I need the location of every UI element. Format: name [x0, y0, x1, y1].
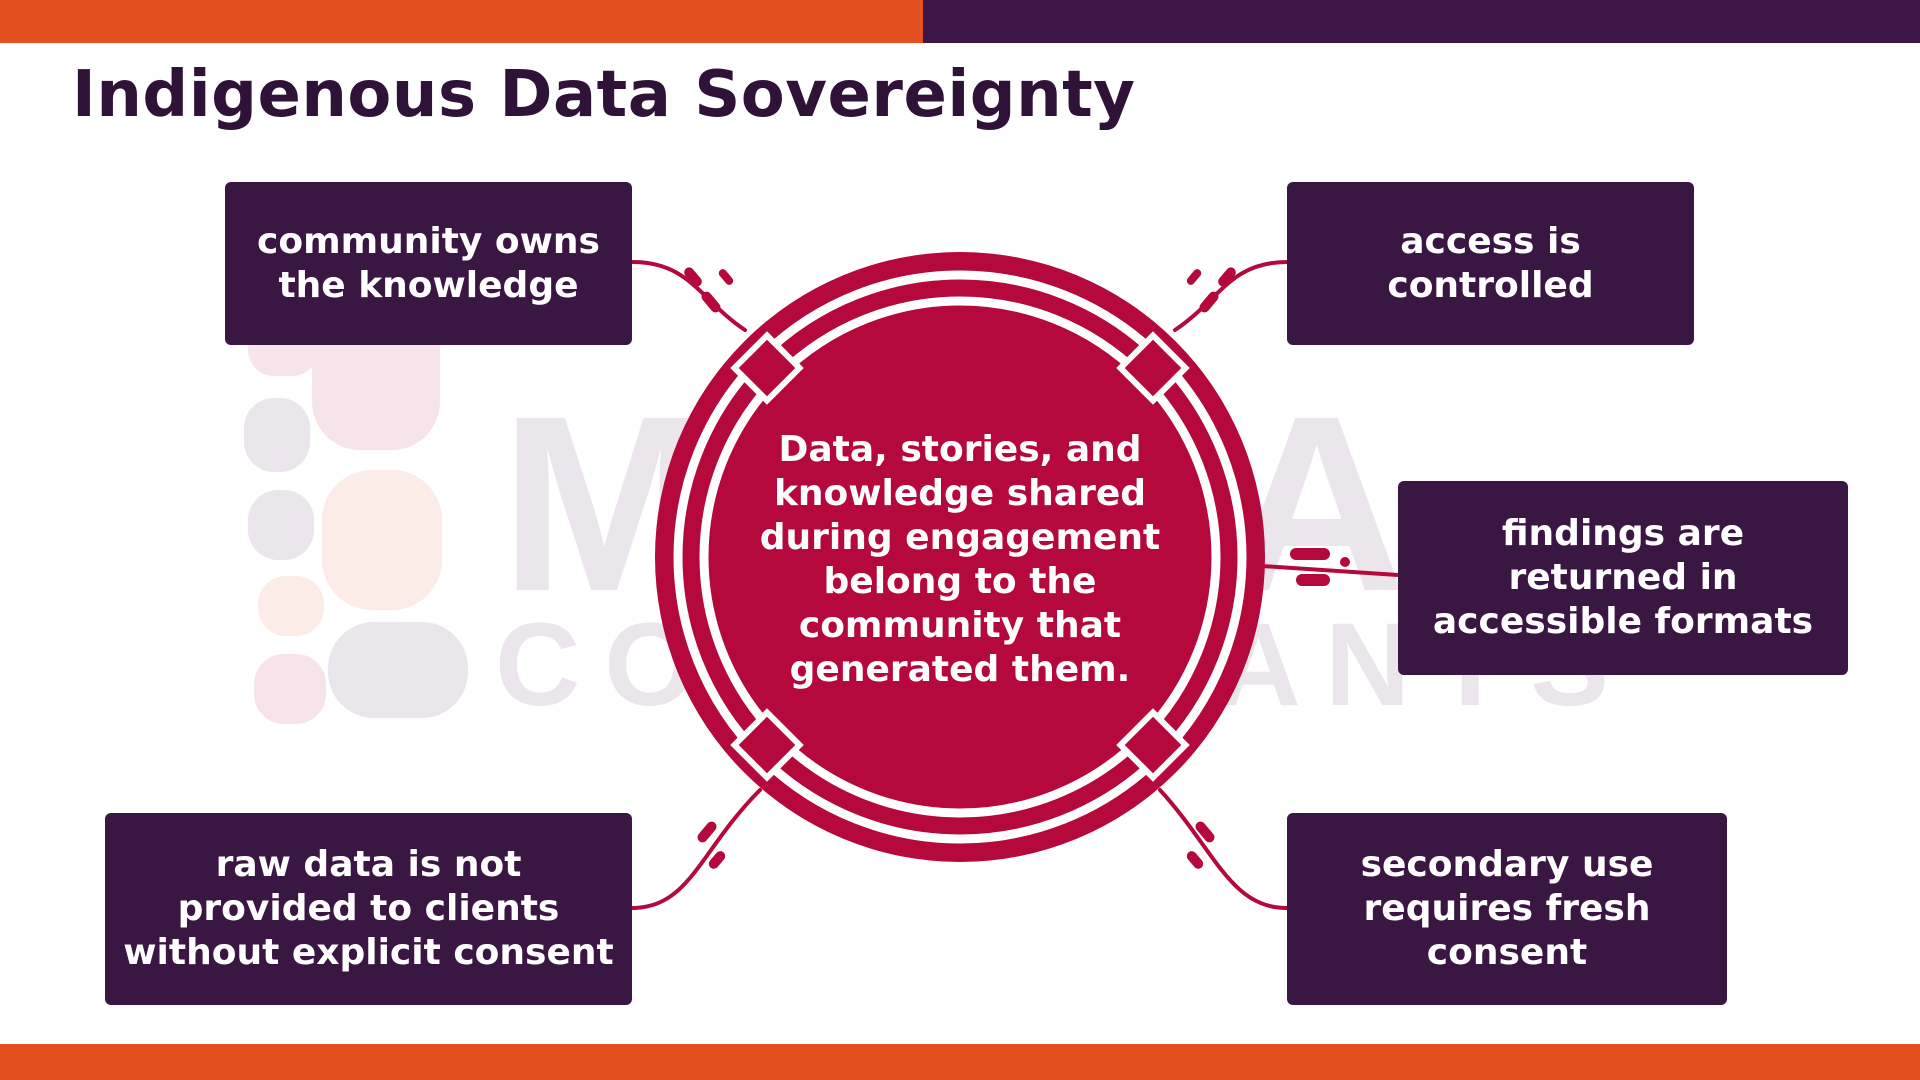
card-line: controlled [1387, 264, 1594, 306]
card-secondary-use-consent: secondary use requires fresh consent [1287, 813, 1727, 1005]
card-community-owns-knowledge: community owns the knowledge [225, 182, 632, 345]
card-line: the knowledge [278, 264, 579, 306]
connector-mid-right [1260, 564, 1400, 577]
ring-motifs [730, 331, 1190, 782]
center-line: Data, stories, and [778, 429, 1142, 470]
connector-bottom-left [630, 788, 762, 910]
center-line: belong to the [823, 561, 1097, 602]
card-raw-data-not-provided: raw data is not provided to clients with… [105, 813, 632, 1005]
center-circle-ring-2 [699, 296, 1221, 818]
center-line: community that [798, 605, 1122, 646]
card-line: consent [1426, 932, 1588, 973]
center-statement: Data, stories, and knowledge shared duri… [740, 420, 1180, 700]
center-line: generated them. [789, 649, 1131, 690]
card-line: returned in [1508, 557, 1738, 598]
top-accent-bar-purple [923, 0, 1920, 43]
card-line: raw data is not [215, 844, 522, 885]
card-line: provided to clients [177, 888, 560, 929]
center-circle-ring-1 [673, 270, 1247, 844]
center-line: during engagement [759, 517, 1161, 558]
card-line: without explicit consent [123, 932, 614, 973]
center-line: knowledge shared [773, 473, 1147, 514]
center-circle-inner [724, 321, 1196, 793]
slide-title: Indigenous Data Sovereignty [72, 58, 1136, 132]
card-line: secondary use [1360, 844, 1654, 885]
top-accent-bar-orange [0, 0, 923, 43]
card-findings-returned: findings are returned in accessible form… [1398, 481, 1848, 675]
card-access-controlled: access is controlled [1287, 182, 1694, 345]
connector-bottom-right [1158, 788, 1289, 910]
card-line: community owns [257, 220, 600, 262]
bottom-accent-bar [0, 1044, 1920, 1080]
card-line: access is [1400, 220, 1581, 262]
dot-motifs [684, 267, 1350, 869]
card-line: findings are [1501, 513, 1745, 554]
card-line: accessible formats [1432, 601, 1814, 642]
card-line: requires fresh [1363, 888, 1651, 929]
